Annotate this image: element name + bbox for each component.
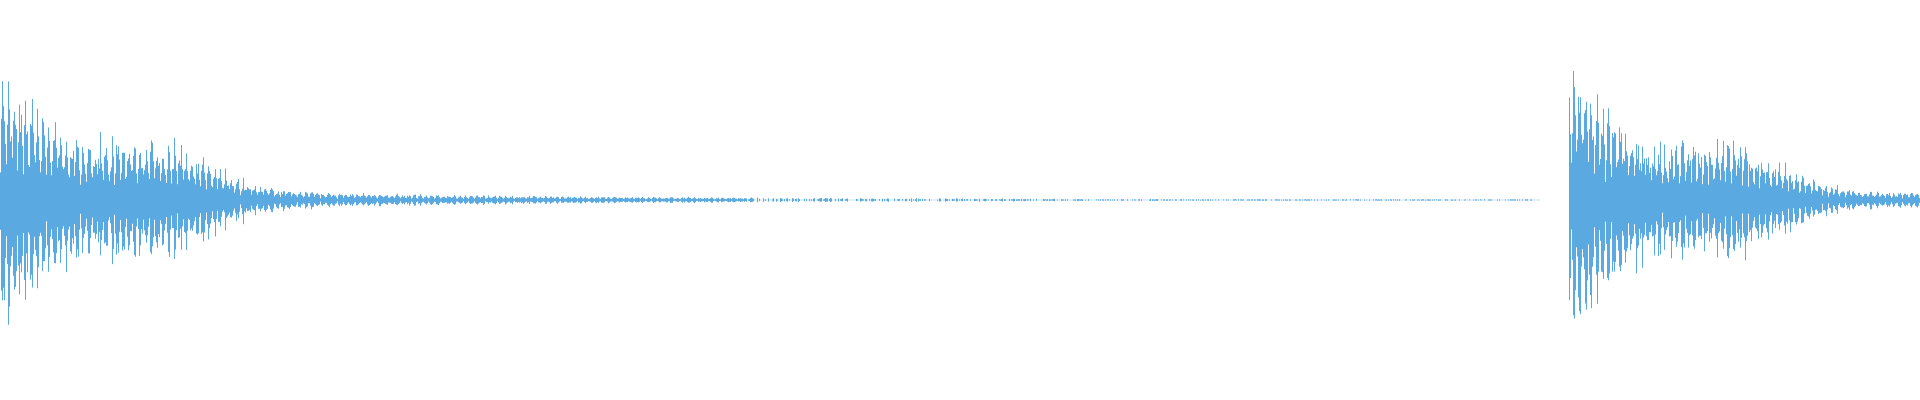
waveform-bars [0, 70, 1920, 325]
